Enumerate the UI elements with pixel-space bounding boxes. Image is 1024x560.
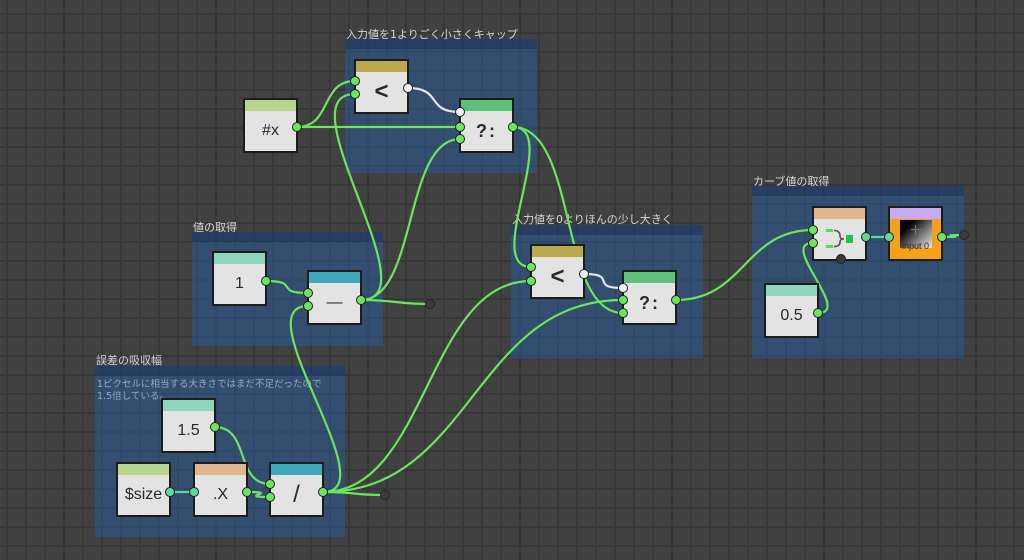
group-label-tolerance: 誤差の吸収幅 [96, 354, 162, 367]
group-header[interactable] [192, 232, 383, 242]
plus-icon [911, 225, 921, 235]
node-input-texture[interactable]: input 0 [884, 206, 947, 261]
group-label-get-value: 値の取得 [193, 221, 237, 234]
input-port[interactable] [303, 301, 313, 311]
input-port[interactable] [618, 308, 628, 318]
node-header [624, 272, 675, 283]
input-port[interactable] [526, 262, 536, 272]
output-port[interactable] [403, 83, 413, 93]
input-port[interactable] [526, 276, 536, 286]
output-port[interactable] [292, 122, 302, 132]
node-label: — [326, 294, 343, 311]
output-port[interactable] [356, 295, 366, 305]
node-header [461, 100, 512, 111]
node-header [532, 246, 583, 257]
input-port[interactable] [808, 238, 818, 248]
node-header [118, 464, 169, 475]
node-header [245, 100, 296, 111]
node-label: 1.5 [177, 422, 200, 439]
node-header [890, 208, 941, 219]
group-header[interactable] [511, 225, 703, 235]
input-port[interactable] [455, 107, 465, 117]
input-port[interactable] [303, 288, 313, 298]
node-less-than-lower[interactable]: < [526, 244, 589, 299]
node-label: < [374, 78, 389, 105]
node-constant-one[interactable]: 1 [212, 251, 271, 306]
bottom-port[interactable] [836, 254, 846, 264]
node-component-x[interactable]: .X [189, 462, 252, 517]
node-header [214, 253, 265, 264]
group-label-cap-upper: 入力値を1よりごく小さくキャップ [346, 28, 518, 41]
node-header [356, 61, 407, 72]
group-header[interactable] [752, 186, 964, 196]
input-port[interactable] [189, 487, 199, 497]
node-variable-x[interactable]: #x [243, 98, 302, 153]
input-port[interactable] [618, 295, 628, 305]
curve-sample-icon [814, 219, 865, 259]
node-ternary-lower[interactable]: ?: [618, 270, 681, 325]
input-port[interactable] [455, 134, 465, 144]
output-port[interactable] [813, 308, 823, 318]
output-port[interactable] [579, 269, 589, 279]
node-less-than-upper[interactable]: < [350, 59, 413, 114]
input-port[interactable] [455, 122, 465, 132]
node-label: ?: [639, 292, 660, 313]
node-label: 0.5 [780, 307, 803, 324]
node-label: #x [262, 122, 279, 139]
input-port[interactable] [808, 225, 818, 235]
node-constant-0-5[interactable]: 0.5 [764, 283, 823, 338]
input-port[interactable] [265, 492, 275, 502]
node-label: < [550, 263, 565, 290]
node-divide[interactable]: / [265, 462, 328, 517]
input-port[interactable] [618, 283, 628, 293]
node-header [163, 400, 214, 411]
node-variable-size[interactable]: $size [116, 462, 175, 517]
input-port[interactable] [265, 479, 275, 489]
node-constant-1-5[interactable]: 1.5 [161, 398, 220, 453]
output-port[interactable] [165, 487, 175, 497]
output-port[interactable] [671, 295, 681, 305]
node-header [814, 208, 865, 219]
input-port[interactable] [350, 76, 360, 86]
node-label: 1 [235, 275, 244, 292]
output-port[interactable] [210, 422, 220, 432]
node-header [766, 285, 817, 296]
node-label: ?: [476, 120, 497, 141]
node-curve-sample[interactable] [808, 206, 871, 264]
output-port[interactable] [261, 276, 271, 286]
output-port[interactable] [318, 487, 328, 497]
node-ternary-upper[interactable]: ?: [455, 98, 518, 153]
node-label: / [293, 481, 300, 508]
node-header [271, 464, 322, 475]
node-header [309, 272, 360, 283]
input-port[interactable] [884, 232, 894, 242]
unconnected-output-dot[interactable] [959, 230, 969, 240]
group-label-curve-value: カーブ値の取得 [753, 175, 830, 188]
output-port[interactable] [242, 487, 252, 497]
node-subtract[interactable]: — [303, 270, 366, 325]
output-port[interactable] [937, 232, 947, 242]
group-header[interactable] [95, 366, 345, 376]
input-port[interactable] [350, 89, 360, 99]
group-header[interactable] [345, 39, 537, 49]
group-comment-line-2: 1.5倍している。 [97, 391, 169, 402]
node-label: .X [212, 486, 229, 503]
node-header [195, 464, 246, 475]
node-label: $size [124, 486, 163, 503]
unconnected-output-dot[interactable] [380, 490, 390, 500]
output-port[interactable] [861, 232, 871, 242]
node-label: input 0 [901, 241, 930, 251]
output-port[interactable] [508, 122, 518, 132]
unconnected-output-dot[interactable] [425, 299, 435, 309]
texture-thumbnail [900, 220, 932, 248]
group-comment-line-1: 1ピクセルに相当する大きさではまだ不足だったので [97, 379, 322, 390]
